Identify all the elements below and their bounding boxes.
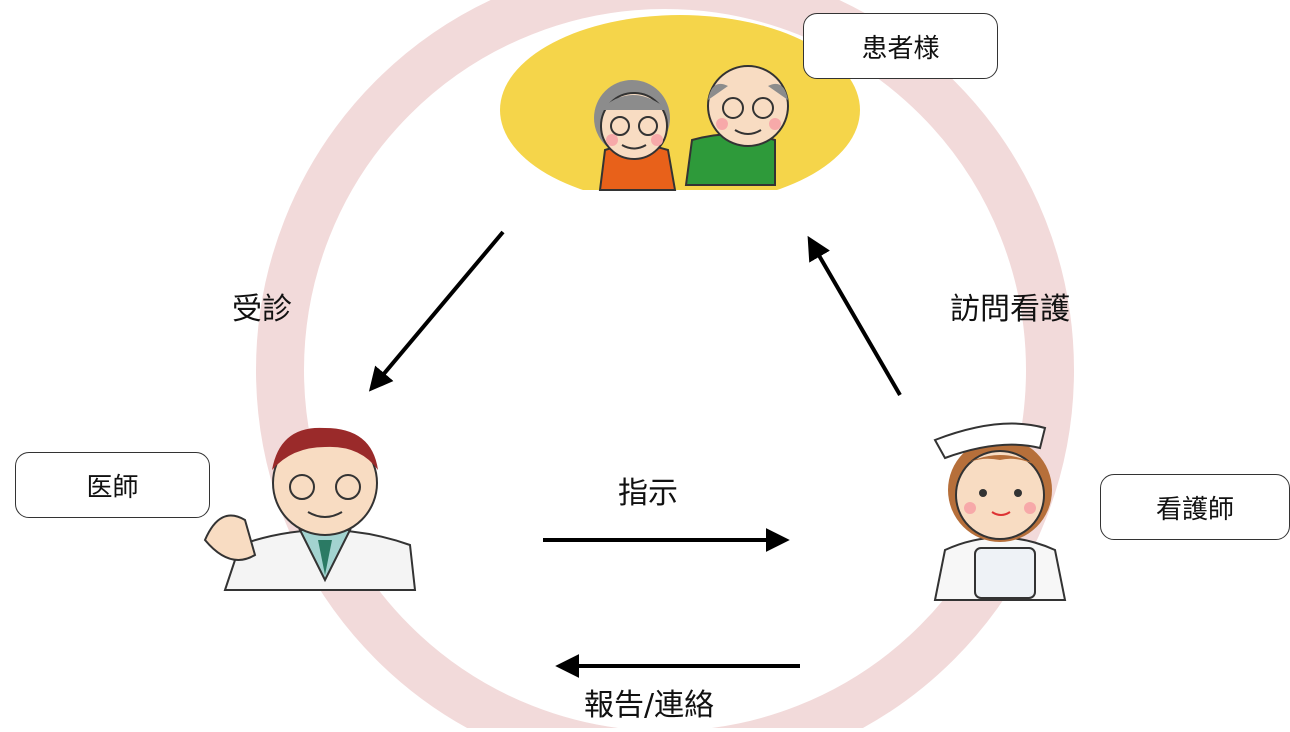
report-label: 報告/連絡 bbox=[584, 688, 715, 723]
doctor-illustration bbox=[203, 427, 417, 591]
nurse-label-box: 看護師 bbox=[1100, 474, 1290, 540]
doctor-label-box: 医師 bbox=[15, 452, 210, 518]
home-nursing-label: 訪問看護 bbox=[950, 292, 1070, 327]
nurse-label: 看護師 bbox=[1155, 494, 1234, 525]
instruction-label: 指示 bbox=[618, 476, 678, 511]
cycle-ring bbox=[256, 0, 1074, 732]
arrow-home-nursing bbox=[807, 235, 902, 397]
nurse-illustration bbox=[933, 422, 1067, 601]
sun-mask bbox=[480, 190, 880, 250]
arrow-consultation bbox=[368, 230, 505, 392]
consultation-label: 受診 bbox=[232, 292, 292, 327]
patient-label-box: 患者様 bbox=[803, 13, 998, 79]
patient-label: 患者様 bbox=[861, 33, 940, 64]
doctor-label: 医師 bbox=[86, 472, 139, 503]
patients-illustration bbox=[594, 65, 789, 191]
